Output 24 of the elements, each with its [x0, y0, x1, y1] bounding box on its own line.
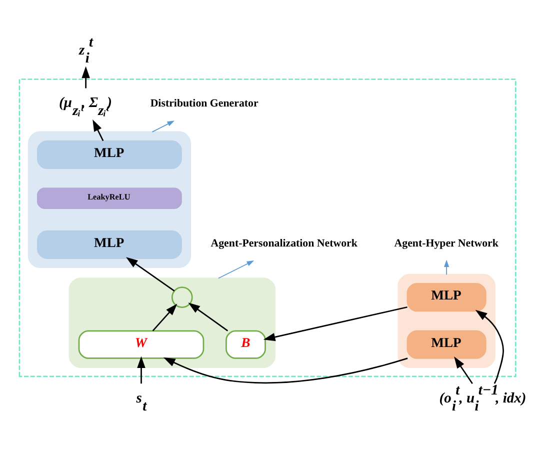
arrow	[152, 304, 178, 332]
arrow	[218, 260, 254, 279]
node-box: MLP	[406, 330, 486, 359]
node-box: MLP	[36, 230, 182, 259]
node-box: MLP	[406, 283, 486, 312]
node-box: W	[78, 330, 204, 359]
arrow	[475, 310, 504, 384]
arrow	[82, 66, 90, 88]
arrow	[188, 302, 228, 332]
node-text: Distribution Generator	[150, 98, 258, 110]
arrow	[163, 357, 408, 384]
node-text: Agent-Personalization Network	[210, 238, 358, 250]
arrow	[454, 356, 473, 384]
arrow	[92, 119, 104, 142]
arrow	[137, 356, 146, 384]
arrow	[263, 306, 408, 342]
node-box: MLP	[36, 140, 182, 169]
node-box: LeakyReLU	[36, 188, 182, 209]
node-box: B	[226, 330, 266, 359]
arrow	[444, 260, 450, 276]
node-text: Agent-Hyper Network	[394, 238, 498, 250]
arrow	[152, 120, 175, 132]
arrow	[126, 257, 175, 292]
node-circle	[171, 286, 193, 308]
